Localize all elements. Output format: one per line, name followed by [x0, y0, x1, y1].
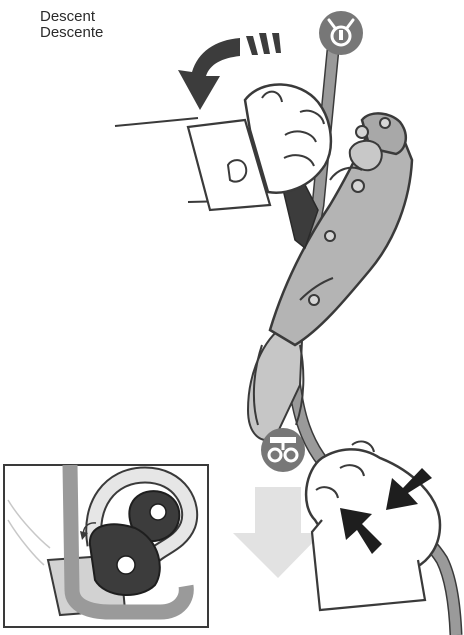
rotate-handle-arrow	[178, 33, 281, 110]
caption-line-english: Descent	[40, 8, 96, 25]
caption: Descent Descente	[40, 9, 103, 41]
lower-gloved-hand	[304, 440, 442, 612]
squeeze-arrow-lower	[340, 508, 382, 554]
inset-detail	[3, 464, 209, 628]
squeeze-arrow-upper	[386, 468, 432, 510]
upper-gloved-hand	[114, 83, 333, 212]
carabiner	[246, 323, 305, 442]
anchor-rope-end-icon	[319, 11, 363, 55]
caption-line-french: Descente	[40, 24, 104, 41]
descent-direction-arrow	[233, 487, 322, 578]
climber-harness-icon	[261, 428, 305, 472]
